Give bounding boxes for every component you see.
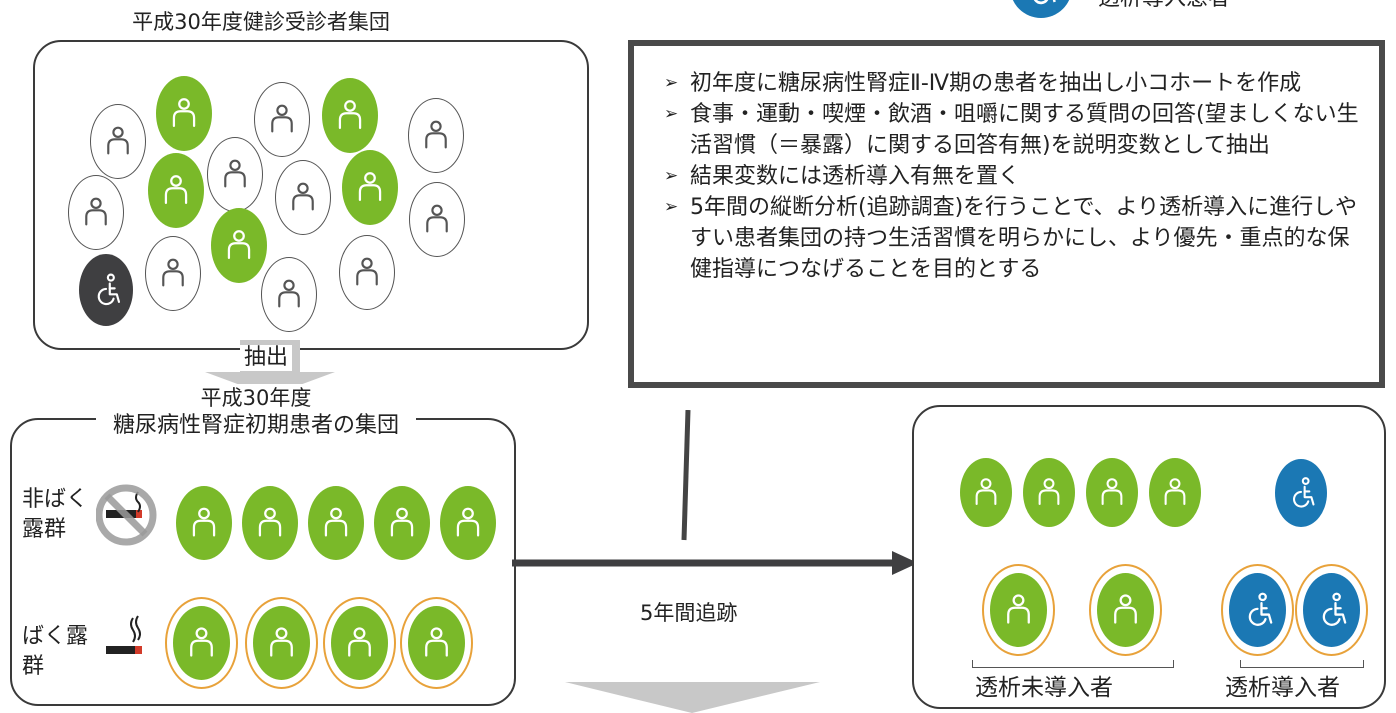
callout-item: ➢5年間の縦断分析(追跡調査)を行うことで、より透析導入に進行しやすい患者集団の… bbox=[664, 195, 1357, 282]
person-icon bbox=[1023, 458, 1075, 527]
person-icon bbox=[331, 606, 388, 680]
person-icon bbox=[173, 606, 230, 680]
person-icon bbox=[254, 82, 310, 157]
bottom-group-title-line1: 平成30年度 bbox=[200, 386, 312, 410]
callout-connector bbox=[681, 410, 691, 541]
no-smoking-icon bbox=[96, 484, 157, 546]
wheelchair-icon bbox=[1275, 459, 1327, 527]
top-group-title: 平成30年度健診受診者集団 bbox=[100, 8, 422, 36]
bottom-group-title-line2: 糖尿病性腎症初期患者の集団 bbox=[112, 413, 399, 438]
unexposed-label: 非ばく露群 bbox=[22, 487, 89, 542]
person-icon bbox=[374, 486, 430, 560]
person-icon bbox=[176, 486, 232, 560]
wheelchair-icon bbox=[1010, 0, 1072, 18]
person-icon bbox=[408, 98, 464, 173]
exposure-ring bbox=[1295, 564, 1368, 656]
cigarette-icon bbox=[106, 615, 142, 654]
person-icon bbox=[253, 606, 310, 680]
dialysis-label: 透析導入者 bbox=[1225, 675, 1340, 701]
person-icon bbox=[211, 208, 267, 283]
exposure-ring bbox=[982, 564, 1055, 656]
callout-item: ➢結果変数には透析導入有無を置く bbox=[664, 164, 1021, 189]
extract-label: 抽出 bbox=[240, 345, 293, 371]
description-callout: ➢初年度に糖尿病性腎症Ⅱ-Ⅳ期の患者を抽出し小コホートを作成 ➢食事・運動・喫煙… bbox=[628, 40, 1385, 388]
person-icon bbox=[1086, 458, 1138, 527]
person-icon bbox=[145, 236, 201, 311]
person-icon bbox=[322, 78, 378, 153]
exposed-label: ばく露群 bbox=[22, 624, 89, 679]
person-icon bbox=[90, 104, 146, 179]
person-icon bbox=[1149, 458, 1201, 527]
down-arrow bbox=[565, 682, 820, 713]
non-dialysis-label: 透析未導入者 bbox=[975, 675, 1113, 701]
person-icon bbox=[990, 573, 1047, 647]
person-icon bbox=[275, 160, 331, 235]
person-icon bbox=[261, 257, 317, 332]
dialysis-bracket bbox=[1240, 660, 1364, 668]
callout-item: ➢食事・運動・喫煙・飲酒・咀嚼に関する質問の回答(望ましくない生活習慣（＝暴露）… bbox=[664, 102, 1359, 158]
exposure-ring bbox=[165, 597, 238, 689]
bottom-group-title: 平成30年度 糖尿病性腎症初期患者の集団 bbox=[96, 384, 416, 440]
legend-label: 透析導入患者 bbox=[1098, 0, 1230, 12]
person-icon bbox=[308, 486, 364, 560]
person-icon bbox=[440, 486, 496, 560]
exposure-ring bbox=[1089, 564, 1162, 656]
person-icon bbox=[1097, 573, 1154, 647]
person-icon bbox=[342, 150, 398, 225]
wheelchair-icon bbox=[79, 254, 133, 326]
person-icon bbox=[156, 76, 212, 151]
non-dialysis-bracket bbox=[972, 660, 1174, 668]
outcome-box bbox=[912, 405, 1386, 709]
person-icon bbox=[408, 606, 465, 680]
person-icon bbox=[68, 175, 124, 250]
exposure-ring bbox=[1221, 564, 1294, 656]
follow-up-label: 5年間追跡 bbox=[640, 601, 738, 625]
person-icon bbox=[242, 486, 298, 560]
person-icon bbox=[409, 182, 465, 257]
exposure-ring bbox=[245, 597, 318, 689]
person-icon bbox=[148, 153, 204, 228]
wheelchair-icon bbox=[1303, 573, 1360, 647]
person-icon bbox=[960, 458, 1012, 527]
follow-up-arrow bbox=[512, 551, 918, 575]
person-icon bbox=[339, 235, 395, 310]
callout-item: ➢初年度に糖尿病性腎症Ⅱ-Ⅳ期の患者を抽出し小コホートを作成 bbox=[664, 71, 1302, 96]
exposure-ring bbox=[323, 597, 396, 689]
exposure-ring bbox=[400, 597, 473, 689]
person-icon bbox=[207, 137, 263, 212]
wheelchair-icon bbox=[1229, 573, 1286, 647]
